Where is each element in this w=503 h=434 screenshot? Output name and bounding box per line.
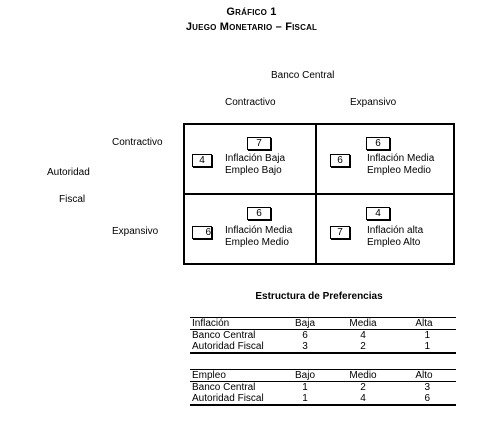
cell-value: 1 [424,341,430,352]
employment-header-medio: Medio [349,370,377,381]
cell-br-outcome-inflation: Inflación alta [367,225,424,236]
cell-value: 1 [424,330,430,341]
cell-tl-outcome: Inflación Baja Empleo Bajo [225,153,285,177]
cell-value: 3 [302,341,308,352]
cell-br-outcome: Inflación alta Empleo Alto [367,225,423,249]
row-player-label-line1: Autoridad [47,167,90,178]
cell-tl-outcome-inflation: Inflación Baja [225,153,286,164]
cell-br-outcome-employment: Empleo Alto [367,237,421,248]
cell-value: 6 [302,330,308,341]
table-row: Autoridad Fiscal 3 2 1 [190,341,456,353]
cell-br-fiscal-payoff: 7 [330,226,350,239]
cell-br-central-bank-payoff: 4 [366,207,390,220]
cell-value: 1 [302,382,308,393]
employment-header-bajo: Bajo [294,370,315,381]
cell-tl-central-bank-payoff: 7 [247,137,271,150]
employment-header-alto: Alto [415,370,433,381]
cell-bl-outcome-inflation: Inflación Media [225,225,293,236]
row-label: Autoridad Fiscal [192,393,264,404]
column-strategy-contractivo: Contractivo [225,97,276,108]
employment-preferences-table: Empleo Bajo Medio Alto Banco Central 1 2… [190,369,456,406]
cell-value: 6 [424,393,430,404]
row-strategy-expansivo: Expansivo [112,226,159,237]
payoff-matrix: 7 4 Inflación Baja Empleo Bajo 6 6 Infla… [183,123,455,265]
row-player-label-line2: Fiscal [59,194,86,205]
inflation-header-baja: Baja [294,318,315,329]
cell-value: 4 [360,393,366,404]
column-strategy-expansivo: Expansivo [350,97,397,108]
cell-tr-outcome-employment: Empleo Medio [367,165,431,176]
table-header-row: Empleo Bajo Medio Alto [190,369,456,382]
column-player-label: Banco Central [271,70,335,81]
matrix-horizontal-divider [185,193,453,195]
cell-bl-outcome-employment: Empleo Medio [225,237,289,248]
figure-title: Gráfico 1 [226,6,277,18]
employment-header: Empleo [192,370,226,381]
table-header-row: Inflación Baja Media Alta [190,317,456,330]
cell-tr-outcome-inflation: Inflación Media [367,153,435,164]
cell-value: 1 [302,393,308,404]
cell-value: 4 [360,330,366,341]
cell-bl-outcome: Inflación Media Empleo Medio [225,225,292,249]
table-row: Banco Central 1 2 3 [190,382,456,394]
inflation-header: Inflación [192,318,230,329]
cell-bl-fiscal-payoff: 6 [192,226,212,239]
preferences-title: Estructura de Preferencias [255,291,383,302]
inflation-header-media: Media [349,318,377,329]
cell-tr-outcome: Inflación Media Empleo Medio [367,153,434,177]
cell-value: 2 [360,382,366,393]
cell-value: 3 [424,382,430,393]
table-row: Banco Central 6 4 1 [190,330,456,342]
row-strategy-contractivo: Contractivo [112,137,163,148]
row-label: Banco Central [192,382,256,393]
inflation-preferences-table: Inflación Baja Media Alta Banco Central … [190,317,456,354]
cell-tl-outcome-employment: Empleo Bajo [225,165,282,176]
row-label: Autoridad Fiscal [192,341,264,352]
cell-tr-central-bank-payoff: 6 [366,137,390,150]
cell-tl-fiscal-payoff: 4 [192,154,212,167]
table-row: Autoridad Fiscal 1 4 6 [190,393,456,405]
cell-value: 2 [360,341,366,352]
cell-tr-fiscal-payoff: 6 [330,154,350,167]
cell-bl-central-bank-payoff: 6 [247,207,271,220]
inflation-header-alta: Alta [415,318,433,329]
figure-subtitle: Juego Monetario – Fiscal [185,21,318,33]
row-label: Banco Central [192,330,256,341]
